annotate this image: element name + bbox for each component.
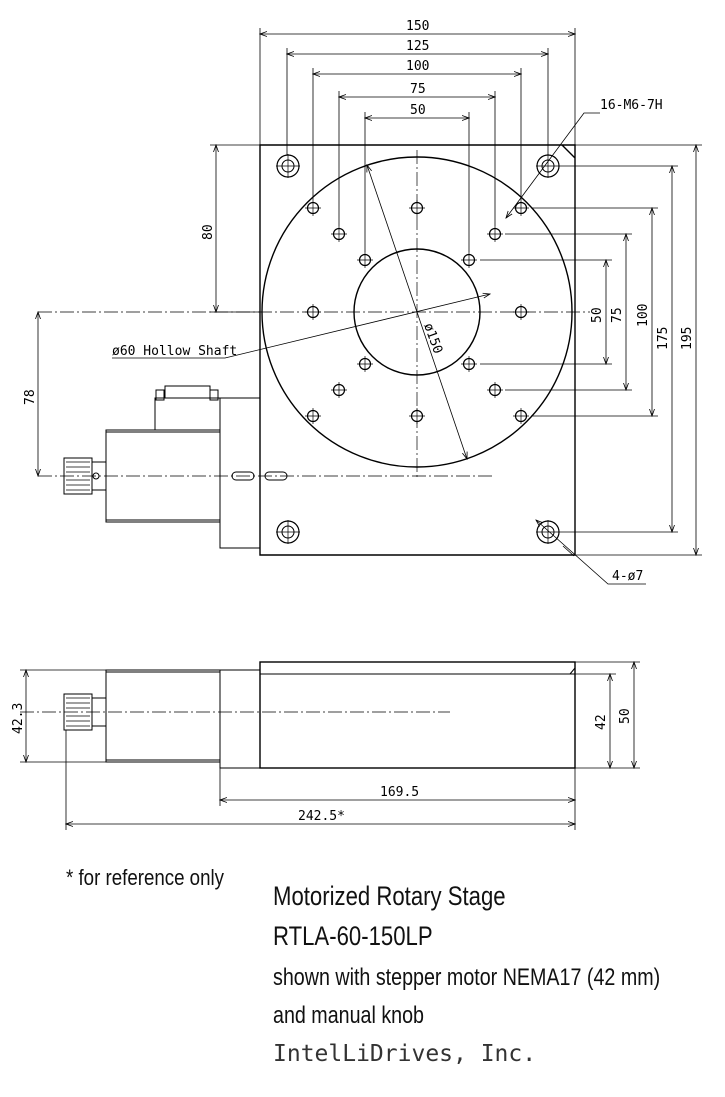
side-dimension-right [575,662,640,768]
shaft-slot-left [231,471,255,481]
side-view: 42.3 42 50 169.5 242.5* [11,662,640,830]
knob-knurling [66,461,90,491]
dim-75: 75 [410,82,426,97]
side-table-chamfer [569,667,576,675]
dim-right-75: 75 [610,307,625,323]
manual-knob [63,457,93,495]
dim-50: 50 [410,103,426,118]
top-horizontal-dimensions [260,28,575,252]
table-diameter-label: ø150 [420,321,445,356]
dim-125: 125 [406,39,429,54]
dim-80: 80 [201,224,216,240]
title-model-number: RTLA-60-150LP [273,921,433,951]
reference-note: * for reference only [66,865,224,890]
dim-169-5: 169.5 [380,785,419,800]
right-vertical-dimensions [480,145,702,555]
hollow-shaft-label: ø60 Hollow Shaft [112,344,237,359]
company-name: IntelLiDrives, Inc. [273,1041,537,1067]
dim-right-195: 195 [680,327,695,350]
dim-100: 100 [406,59,429,74]
tapped-hole-callout: 16-M6-7H [600,98,663,113]
left-dimension-80 [210,145,260,312]
dim-right-100: 100 [636,304,651,327]
side-dimension-lengths [66,730,575,830]
title-knob-description: and manual knob [273,1002,424,1029]
dim-242-5: 242.5* [298,809,345,824]
hollow-shaft-leader [112,294,490,359]
connector-plug [164,385,211,399]
dim-150: 150 [406,19,429,34]
title-motor-description: shown with stepper motor NEMA17 (42 mm) [273,964,661,991]
shaft-slot-right [264,471,288,481]
connector-screw-left [155,389,165,401]
title-block: Motorized Rotary Stage RTLA-60-150LP sho… [273,878,725,1074]
side-dimension-42-3 [20,670,106,762]
side-motor-body [105,669,221,763]
dim-42: 42 [594,714,609,730]
dim-42-3: 42.3 [11,703,26,734]
top-view: ø150 ø60 Hollow Shaft [23,19,702,585]
dim-50-side: 50 [618,708,633,724]
tapped-hole-leader [506,112,600,218]
dim-right-50: 50 [590,307,605,323]
connector-screw-right [209,389,219,401]
mount-hole-callout: 4-ø7 [612,569,643,584]
motor-flange [219,397,261,549]
side-knob-knurling [66,697,90,727]
dim-right-175: 175 [656,327,671,350]
title-product-type: Motorized Rotary Stage [273,881,506,911]
side-stage-body [259,661,576,769]
dim-78: 78 [23,389,38,405]
side-motor-flange [219,669,261,769]
mount-hole-leader-ext [562,545,575,557]
mount-hole-leader [536,520,646,585]
hole-center-marks [276,154,560,544]
knob-screw [92,472,100,480]
motor-connector [154,397,221,431]
